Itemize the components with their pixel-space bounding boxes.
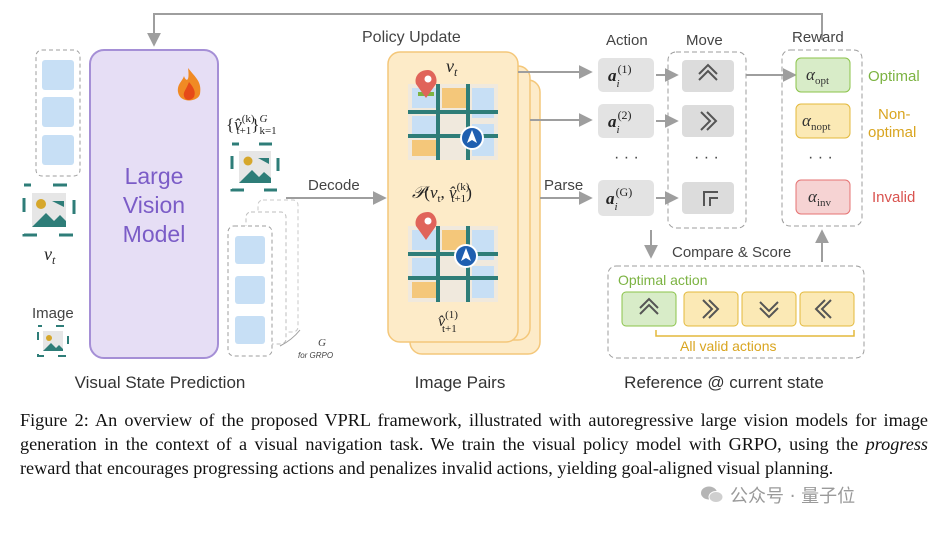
reward-label-nonoptimal-1: Non- bbox=[878, 106, 911, 123]
reward-label-nonoptimal-2: optimal bbox=[868, 124, 916, 141]
decode-label: Decode bbox=[308, 177, 360, 194]
large-vision-model-box bbox=[89, 49, 219, 359]
vprl-overview-diagram: Policy Update vt Image Large Vision Mode… bbox=[22, 13, 920, 392]
small-image-icon bbox=[37, 325, 69, 357]
map-icon-predicted bbox=[408, 212, 498, 302]
reward-label-invalid: Invalid bbox=[872, 189, 915, 206]
section-label-image-pairs: Image Pairs bbox=[415, 373, 506, 392]
model-label-1: Large bbox=[125, 163, 184, 189]
predicted-image-icon bbox=[230, 142, 280, 192]
move-box bbox=[667, 51, 747, 229]
optimal-action-label: Optimal action bbox=[618, 272, 707, 288]
watermark-text: 公众号 · 量子位 bbox=[730, 486, 856, 507]
fire-icon bbox=[177, 68, 201, 101]
reference-box bbox=[607, 265, 865, 359]
policy-update-label: Policy Update bbox=[362, 29, 461, 46]
reward-inv bbox=[795, 179, 851, 215]
move-right-2 bbox=[682, 105, 734, 137]
section-label-reference: Reference @ current state bbox=[624, 373, 824, 392]
reward-header: Reward bbox=[792, 29, 844, 46]
ref-action-left bbox=[799, 291, 855, 327]
vt-label: vt bbox=[44, 244, 56, 267]
action-header: Action bbox=[606, 32, 648, 49]
reward-label-optimal: Optimal bbox=[868, 68, 920, 85]
action-ellipsis: · · · bbox=[614, 149, 639, 166]
action-g bbox=[598, 180, 654, 216]
move-invalid-g bbox=[682, 182, 734, 214]
ref-action-up bbox=[621, 291, 677, 327]
parse-label: Parse bbox=[544, 177, 583, 194]
wechat-icon bbox=[700, 485, 724, 505]
ref-action-down bbox=[741, 291, 797, 327]
caption-part1: Figure 2: An overview of the proposed VP… bbox=[20, 410, 928, 454]
pairs-formula: 𝒫(vt, v̂(k)t+1) bbox=[412, 181, 472, 205]
vt-image-icon bbox=[22, 183, 76, 237]
image-label: Image bbox=[32, 305, 74, 322]
move-up-1 bbox=[682, 60, 734, 92]
g-sub-label: for GRPO bbox=[298, 351, 333, 360]
all-valid-actions-label: All valid actions bbox=[680, 338, 777, 354]
g-label: G bbox=[318, 337, 326, 349]
pairs-vt-label: vt bbox=[446, 56, 458, 79]
map-icon-current bbox=[408, 70, 498, 160]
reward-nopt bbox=[795, 103, 851, 139]
caption-italic: progress bbox=[865, 434, 928, 454]
model-label-2: Vision bbox=[123, 192, 185, 218]
caption-part2: reward that encourages progressing actio… bbox=[20, 458, 834, 478]
section-label-visual-state-prediction: Visual State Prediction bbox=[75, 373, 246, 392]
move-header: Move bbox=[686, 32, 723, 49]
figure-caption: Figure 2: An overview of the proposed VP… bbox=[20, 408, 928, 480]
watermark: 公众号 · 量子位 bbox=[700, 482, 855, 508]
compare-score-label: Compare & Score bbox=[672, 244, 791, 261]
model-label-3: Model bbox=[123, 221, 186, 247]
move-ellipsis: · · · bbox=[694, 149, 719, 166]
reward-box bbox=[781, 49, 863, 227]
reward-opt bbox=[795, 57, 851, 93]
action-1 bbox=[598, 58, 654, 92]
policy-update-arrow bbox=[147, 13, 823, 47]
reward-ellipsis: · · · bbox=[808, 149, 833, 166]
action-2 bbox=[598, 104, 654, 138]
input-frames-box bbox=[35, 49, 81, 177]
